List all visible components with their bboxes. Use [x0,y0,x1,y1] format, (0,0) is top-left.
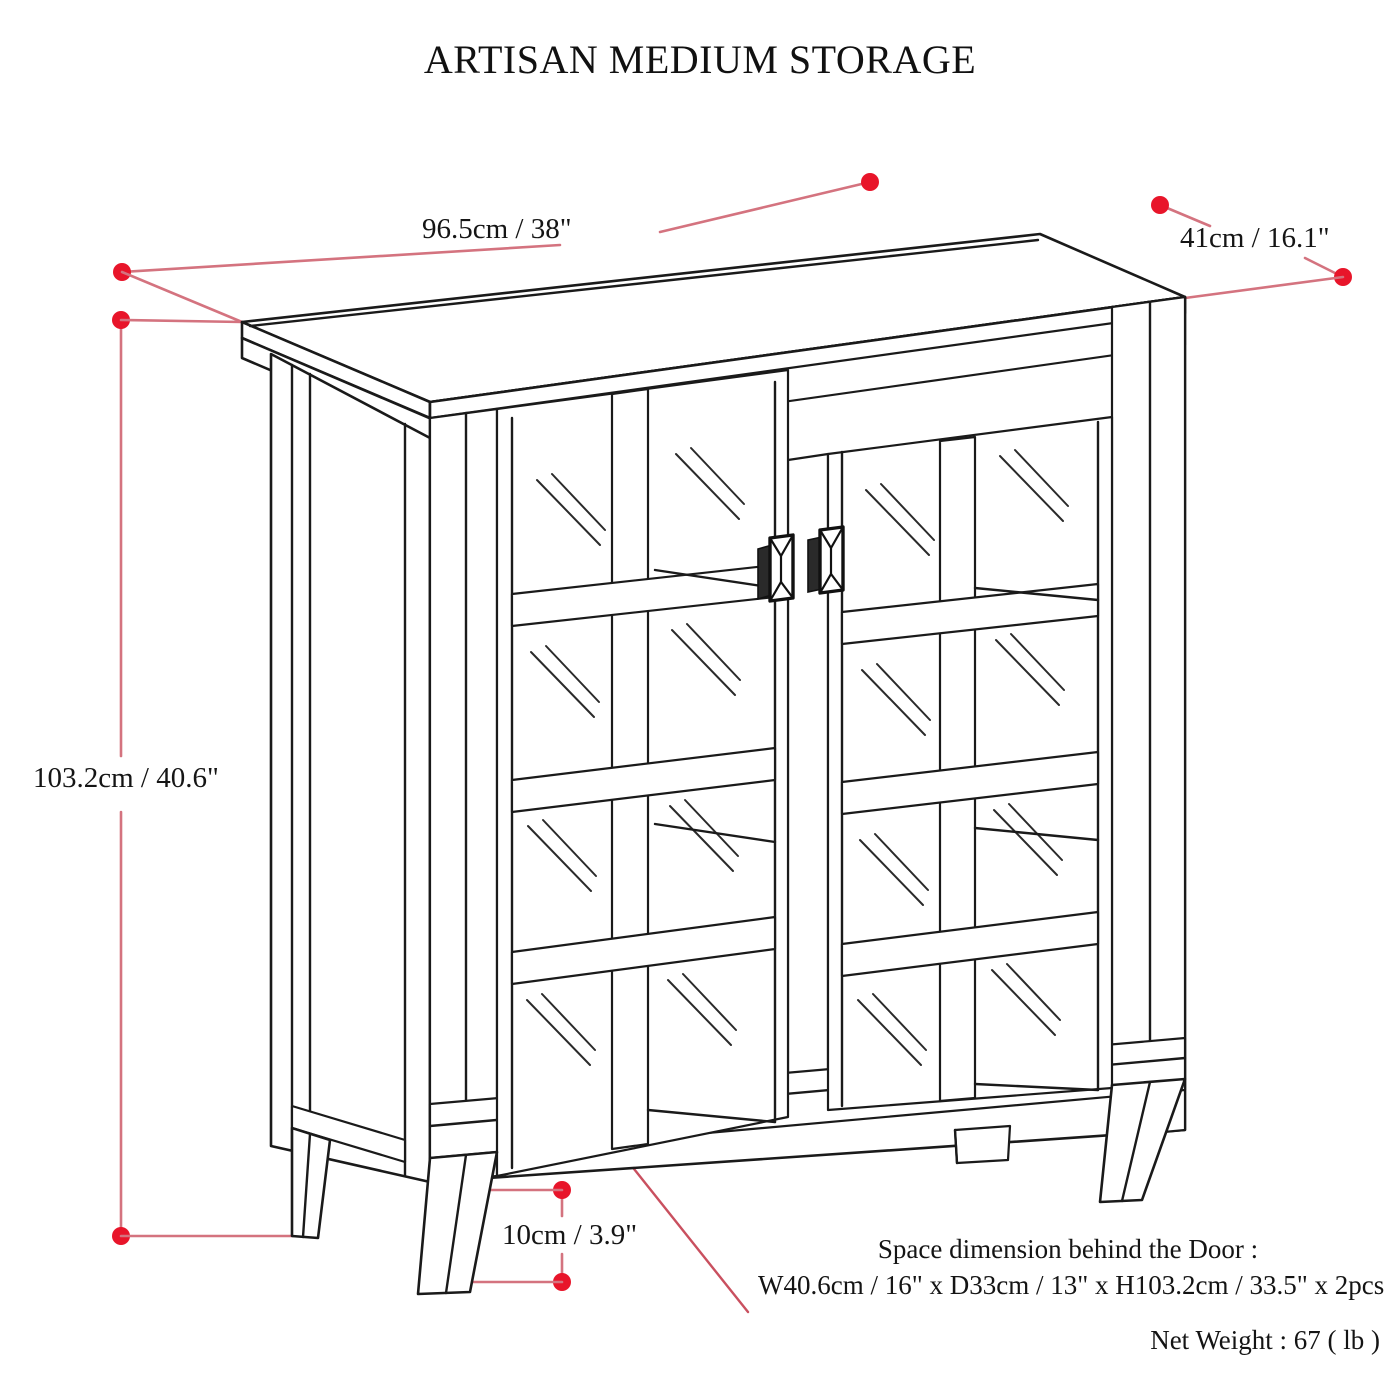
cabinet-left-side-panel [269,352,432,1184]
space-dimension-title: Space dimension behind the Door : [877,1234,1259,1264]
height-dimension-label: 103.2cm / 40.6" [33,762,219,794]
dimension-lines [112,173,1352,1314]
width-dimension-label: 96.5cm / 38" [422,213,572,245]
glass-reflections-left-door [526,447,745,1066]
interior-shelf-hints-left [646,568,777,1124]
door-handle-left[interactable] [757,533,795,603]
interior-shelf-hints-right [973,586,1100,1092]
cabinet-drawing [240,232,1187,1296]
depth-dimension-label: 41cm / 16.1" [1180,222,1330,254]
door-handle-right[interactable] [807,525,845,595]
space-dimension-note: Space dimension behind the Door : W40.6c… [758,1232,1385,1303]
door-left[interactable] [495,368,790,1178]
page-title: ARTISAN MEDIUM STORAGE [423,37,977,82]
net-weight-note: Net Weight : 67 ( lb ) [1150,1325,1380,1355]
space-dimension-value: W40.6cm / 16" x D33cm / 13" x H103.2cm /… [758,1269,1385,1300]
glass-reflections-right-door [857,449,1069,1066]
cabinet-legs [290,1077,1187,1296]
leg-clearance-label: 10cm / 3.9" [502,1219,638,1251]
height-dimension [112,311,302,1245]
door-right[interactable] [826,415,1114,1112]
